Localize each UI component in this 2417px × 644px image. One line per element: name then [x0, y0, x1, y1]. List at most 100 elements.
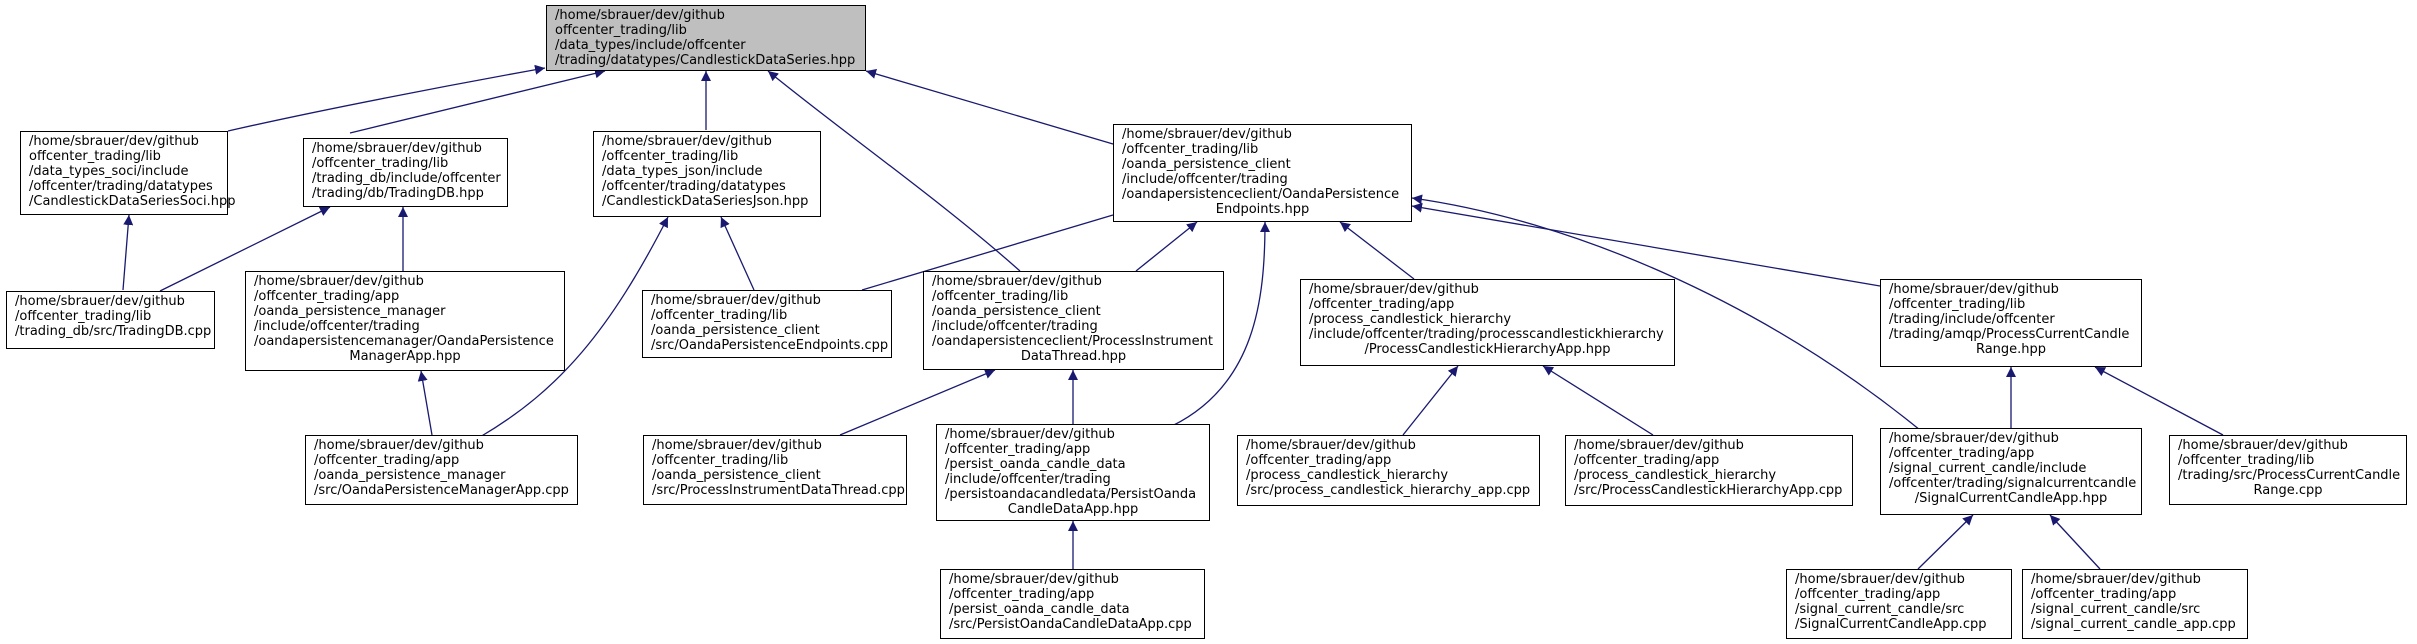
edge-endpointscpp-to-json	[720, 216, 755, 291]
node-line: /home/sbrauer/dev/github	[949, 572, 1119, 587]
node-line: /offcenter/trading/signalcurrentcandle	[1889, 476, 2137, 491]
edge-pidtcpp-to-pidt	[839, 369, 996, 436]
node-persist-oanda-candle-data-app-hpp[interactable]: /home/sbrauer/dev/github /offcenter_trad…	[936, 424, 1210, 521]
node-line: /CandlestickDataSeriesJson.hpp	[602, 194, 809, 209]
node-line: /process_candlestick_hierarchy	[1309, 312, 1512, 327]
node-line: /src/PersistOandaCandleDataApp.cpp	[949, 617, 1192, 632]
node-line: /include/offcenter/trading	[932, 319, 1098, 334]
node-line: /offcenter_trading/lib	[312, 156, 449, 171]
edge-pocd-to-endpoints	[1171, 221, 1270, 427]
node-line: /persistoandacandledata/PersistOanda	[945, 487, 1197, 502]
node-line: Range.hpp	[1975, 342, 2047, 357]
edge-managercpp-to-managerhpp	[417, 370, 433, 436]
node-line: /signal_current_candle/src	[1795, 602, 1965, 617]
node-process-candlestick-hierarchy-app-cpp-2[interactable]: /home/sbrauer/dev/github /offcenter_trad…	[1565, 435, 1853, 506]
edge-soci-to-root	[227, 64, 546, 132]
node-signal-current-candle-app-cpp-2[interactable]: /home/sbrauer/dev/github /offcenter_trad…	[2022, 569, 2248, 639]
node-line: Endpoints.hpp	[1215, 202, 1310, 217]
node-trading-db-hpp[interactable]: /home/sbrauer/dev/github /offcenter_trad…	[303, 138, 508, 207]
node-line: /home/sbrauer/dev/github	[932, 274, 1102, 289]
node-line: /offcenter_trading/app	[1574, 453, 1720, 468]
node-candlestick-data-series-soci-hpp[interactable]: /home/sbrauer/dev/github offcenter_tradi…	[20, 131, 236, 215]
node-line: /offcenter_trading/lib	[2178, 453, 2315, 468]
node-line: /offcenter_trading/app	[1795, 587, 1941, 602]
node-oanda-persistence-manager-app-hpp[interactable]: /home/sbrauer/dev/github /offcenter_trad…	[245, 271, 565, 371]
node-line: /oandapersistenceclient/ProcessInstrumen…	[932, 334, 1213, 349]
node-line: /oanda_persistence_client	[651, 323, 820, 338]
node-line: /home/sbrauer/dev/github	[312, 141, 482, 156]
node-line: Range.cpp	[2253, 483, 2323, 498]
node-line: /home/sbrauer/dev/github	[314, 438, 484, 453]
edge-pch-to-endpoints	[1339, 221, 1415, 280]
node-line: /offcenter_trading/app	[1246, 453, 1392, 468]
node-line: /offcenter_trading/lib	[651, 308, 788, 323]
node-line: /home/sbrauer/dev/github	[29, 134, 199, 149]
node-oanda-persistence-endpoints-cpp[interactable]: /home/sbrauer/dev/github /offcenter_trad…	[642, 290, 892, 358]
node-line: /home/sbrauer/dev/github	[652, 438, 822, 453]
node-line: offcenter_trading/lib	[29, 149, 161, 164]
node-line: /offcenter_trading/lib	[1889, 297, 2026, 312]
node-line: /src/process_candlestick_hierarchy_app.c…	[1246, 483, 1531, 498]
node-line: /offcenter_trading/app	[314, 453, 460, 468]
node-line: /process_candlestick_hierarchy	[1246, 468, 1449, 483]
node-line: /data_types_json/include	[602, 164, 763, 179]
node-line: /signal_current_candle/include	[1889, 461, 2087, 476]
node-line: /oanda_persistence_manager	[314, 468, 506, 483]
node-line: /src/ProcessCandlestickHierarchyApp.cpp	[1574, 483, 1843, 498]
node-process-candlestick-hierarchy-app-cpp[interactable]: /home/sbrauer/dev/github /offcenter_trad…	[1237, 435, 1540, 506]
node-line: ManagerApp.hpp	[349, 349, 461, 364]
node-line: /oanda_persistence_client	[652, 468, 821, 483]
node-oanda-persistence-endpoints-hpp[interactable]: /home/sbrauer/dev/github /offcenter_trad…	[1113, 124, 1412, 222]
node-candlestick-data-series-json-hpp[interactable]: /home/sbrauer/dev/github /offcenter_trad…	[593, 131, 821, 217]
edge-endpointscpp-to-endpoints	[861, 214, 1114, 291]
node-line: /offcenter_trading/app	[1309, 297, 1455, 312]
node-line: /home/sbrauer/dev/github	[1889, 431, 2059, 446]
node-process-instrument-data-thread-hpp[interactable]: /home/sbrauer/dev/github /offcenter_trad…	[923, 271, 1224, 370]
node-line: /trading_db/include/offcenter	[312, 171, 501, 186]
edge-tradingdbcpp-to-tradingdbhpp	[159, 206, 331, 292]
node-line: /signal_current_candle/src	[2031, 602, 2201, 617]
node-line: /home/sbrauer/dev/github	[602, 134, 772, 149]
node-line: /trading_db/src/TradingDB.cpp	[15, 324, 212, 339]
edge-pchcpp-to-pch	[1542, 365, 1654, 436]
node-line: /trading/include/offcenter	[1889, 312, 2055, 327]
node-line: /SignalCurrentCandleApp.cpp	[1795, 617, 1987, 632]
edge-endpoints-to-root	[865, 69, 1114, 145]
edge-pccr-to-endpoints	[1411, 202, 1881, 287]
node-line: /oandapersistencemanager/OandaPersistenc…	[254, 334, 554, 349]
node-line: /home/sbrauer/dev/github	[1795, 572, 1965, 587]
node-signal-current-candle-app-cpp[interactable]: /home/sbrauer/dev/github /offcenter_trad…	[1786, 569, 2012, 639]
node-line: CandleDataApp.hpp	[1007, 502, 1139, 517]
node-line: /oandapersistenceclient/OandaPersistence	[1122, 187, 1400, 202]
node-process-candlestick-hierarchy-app-hpp[interactable]: /home/sbrauer/dev/github /offcenter_trad…	[1300, 279, 1675, 366]
node-line: /include/offcenter/trading	[945, 472, 1111, 487]
node-process-current-candle-range-hpp[interactable]: /home/sbrauer/dev/github /offcenter_trad…	[1880, 279, 2142, 367]
node-line: /oanda_persistence_client	[1122, 157, 1291, 172]
node-line: /home/sbrauer/dev/github	[945, 427, 1115, 442]
node-line: /persist_oanda_candle_data	[949, 602, 1130, 617]
node-line: /src/OandaPersistenceEndpoints.cpp	[651, 338, 889, 353]
node-line: /offcenter_trading/lib	[602, 149, 739, 164]
node-signal-current-candle-app-hpp[interactable]: /home/sbrauer/dev/github /offcenter_trad…	[1880, 428, 2142, 515]
node-line: /signal_current_candle_app.cpp	[2031, 617, 2236, 632]
node-trading-db-cpp[interactable]: /home/sbrauer/dev/github /offcenter_trad…	[6, 291, 215, 349]
node-line: /trading/amqp/ProcessCurrentCandle	[1889, 327, 2130, 342]
node-line: DataThread.hpp	[1020, 349, 1127, 364]
node-line: /home/sbrauer/dev/github	[15, 294, 185, 309]
node-line: /offcenter_trading/lib	[652, 453, 789, 468]
node-line: /include/offcenter/trading	[1122, 172, 1288, 187]
edge-scc-to-endpoints	[1411, 194, 1921, 431]
node-persist-oanda-candle-data-app-cpp[interactable]: /home/sbrauer/dev/github /offcenter_trad…	[940, 569, 1205, 639]
node-oanda-persistence-manager-app-cpp[interactable]: /home/sbrauer/dev/github /offcenter_trad…	[305, 435, 578, 505]
edge-pidt-to-endpoints	[1135, 221, 1198, 272]
edge-sccapp-to-scc	[2049, 514, 2101, 570]
node-line: /home/sbrauer/dev/github	[2178, 438, 2348, 453]
node-line: /offcenter_trading/app	[254, 289, 400, 304]
node-line: /include/offcenter/trading/processcandle…	[1309, 327, 1664, 342]
node-process-current-candle-range-cpp[interactable]: /home/sbrauer/dev/github /offcenter_trad…	[2169, 435, 2407, 505]
node-line: /offcenter_trading/lib	[15, 309, 152, 324]
node-line: /src/OandaPersistenceManagerApp.cpp	[314, 483, 569, 498]
edge-scccpp-to-scc	[1917, 514, 1974, 570]
node-process-instrument-data-thread-cpp[interactable]: /home/sbrauer/dev/github /offcenter_trad…	[643, 435, 907, 505]
